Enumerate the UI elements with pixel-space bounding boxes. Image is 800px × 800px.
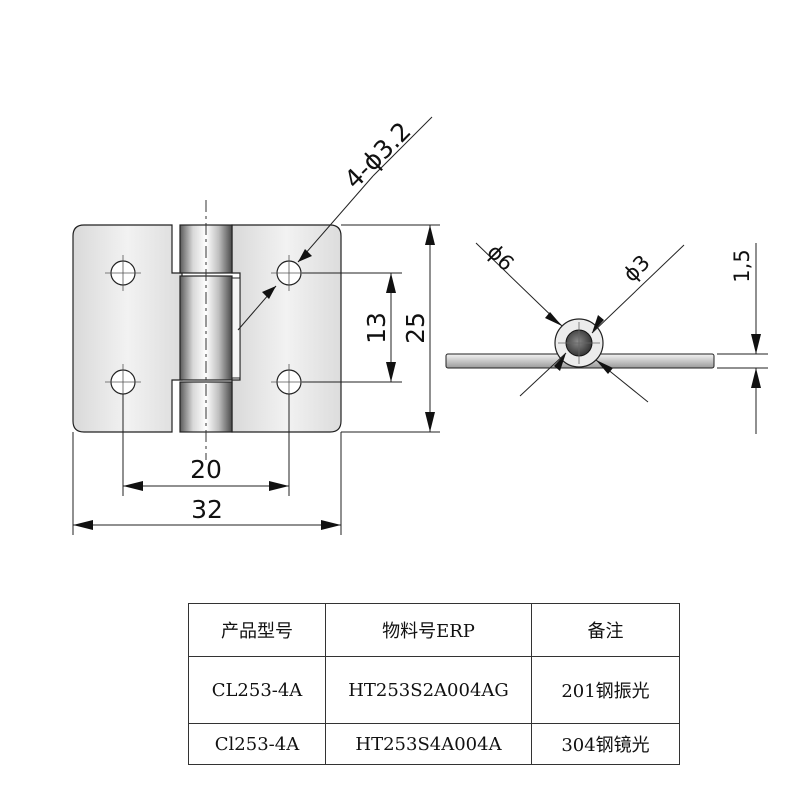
cell-remark: 304钢镜光	[531, 723, 680, 765]
cell-model: CL253-4A	[188, 656, 326, 724]
side-arrowheads	[545, 312, 761, 388]
hinge-side-view	[445, 318, 715, 369]
side-dimensions	[475, 242, 768, 434]
table-header-row: 产品型号 物料号ERP 备注	[188, 603, 680, 657]
table-row: Cl253-4A HT253S4A004A 304钢镜光	[188, 723, 680, 765]
dim-pin-inner: ϕ3	[619, 250, 655, 286]
front-dimensions	[72, 116, 440, 535]
dim-hole-spacing-vertical: 13	[362, 312, 391, 344]
table-row: CL253-4A HT253S2A004AG 201钢振光	[188, 656, 680, 724]
left-leaf	[72, 224, 183, 433]
cell-model: Cl253-4A	[188, 723, 326, 765]
hole-callout-label: 4-ϕ3.2	[339, 116, 417, 194]
knuckle-tab	[231, 277, 241, 379]
dim-hole-spacing-horizontal: 20	[190, 455, 222, 484]
front-arrowheads	[73, 225, 435, 530]
dim-thickness: 1,5	[730, 249, 754, 282]
dim-pin-outer: ϕ6	[482, 240, 518, 276]
hole-centerlines	[105, 255, 307, 400]
spec-table: 产品型号 物料号ERP 备注 CL253-4A HT253S2A004AG 20…	[188, 603, 680, 765]
dim-height: 25	[401, 312, 430, 344]
dim-width: 32	[191, 495, 223, 524]
header-model: 产品型号	[188, 603, 326, 657]
right-leaf	[231, 224, 342, 433]
cell-erp: HT253S4A004A	[325, 723, 532, 765]
cell-erp: HT253S2A004AG	[325, 656, 532, 724]
header-erp: 物料号ERP	[325, 603, 532, 657]
cell-remark: 201钢振光	[531, 656, 680, 724]
hinge-front-view	[72, 200, 342, 460]
technical-drawing: 4-ϕ3.2 13 25 20 32 ϕ6 ϕ3 1,5	[72, 116, 768, 535]
header-remark: 备注	[531, 603, 680, 657]
